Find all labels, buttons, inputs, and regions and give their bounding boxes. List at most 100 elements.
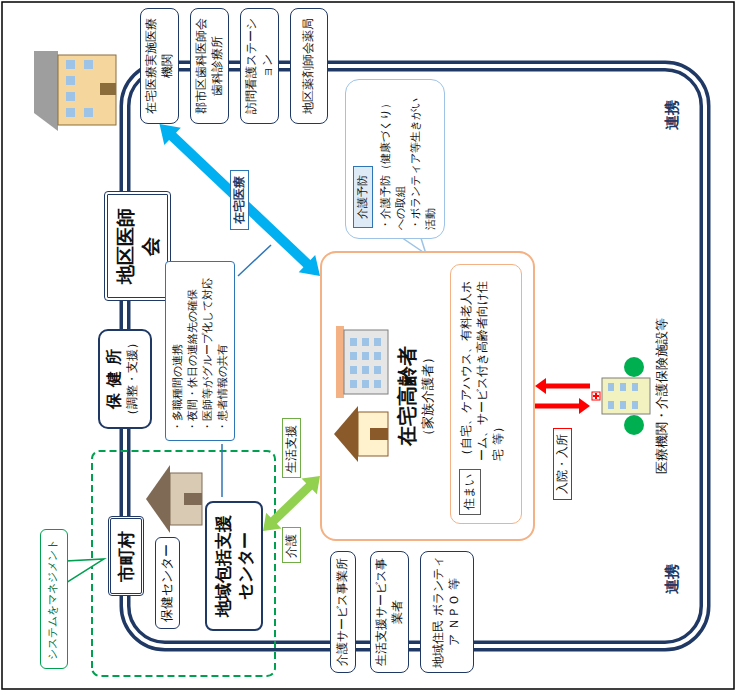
hospital-icon <box>590 356 652 436</box>
node-text: 地域住民 ボランティア ＮＰＯ 等 <box>431 556 462 668</box>
window <box>374 338 381 346</box>
clinic-building-icon <box>34 51 116 131</box>
callout-tail <box>66 559 104 583</box>
roof <box>34 51 58 131</box>
clinic-box: 地区薬剤師会薬局 <box>290 8 328 124</box>
window <box>632 401 638 409</box>
link-label: 連携 <box>662 95 684 135</box>
cooperation-track-inner <box>125 66 705 646</box>
node-text: 保健センター <box>159 541 176 625</box>
node-text: 郡市区歯科医師会歯科診療所 <box>194 14 225 118</box>
service-box: 生活支援サービス事業者 <box>370 551 409 673</box>
edge-label: 入院・入所 <box>553 428 573 500</box>
service-box: 介護サービス事業所 <box>330 551 356 673</box>
homes-icon <box>328 324 390 464</box>
door <box>100 83 116 95</box>
window <box>608 383 614 391</box>
window <box>362 352 369 360</box>
edge-label: 在宅医療 <box>230 170 250 230</box>
building <box>602 378 650 414</box>
arrow-shaft <box>273 485 311 521</box>
node-text: 訪問看護ステーション <box>244 14 275 118</box>
health-office-box: 保 健 所（調整・支援） <box>98 329 152 429</box>
callout-box: ・多職種間の連携・夜間・休日の連絡先の確保・医師等がグループ化して対応・患者情報… <box>165 261 235 441</box>
window <box>362 366 369 374</box>
node-text: ・夜間・休日の連絡先の確保 <box>185 270 200 432</box>
sign <box>592 392 600 400</box>
node-text: ・多職種間の連携 <box>170 270 185 432</box>
node-text: 医療機関・介護保険施設等 <box>654 306 671 486</box>
node-text: ・介護予防（健康づくり）への取組 <box>378 88 408 230</box>
arrow-shaft <box>545 384 590 389</box>
node-text: システムをマネジメント <box>46 534 60 664</box>
cross <box>595 393 597 399</box>
window <box>374 352 381 360</box>
node-text: ・医師等がグループ化して対応 <box>200 270 215 432</box>
housing-tag: 住まい <box>459 469 481 515</box>
medical-association-box: 地区医師会 <box>104 191 171 301</box>
node-text: 地区薬剤師会薬局 <box>301 18 317 114</box>
wall <box>358 412 388 456</box>
arrowhead <box>263 513 281 531</box>
node-text: 地域包括支援センター <box>212 509 256 623</box>
node-text: 市町村 <box>115 523 137 589</box>
node-text: 住まい <box>462 472 478 512</box>
elderly-box: 在宅高齢者（家族介護者） （自宅、ケアハウス、有料老人ホーム、サービス付き高齢者向… <box>320 251 535 541</box>
window <box>350 352 357 360</box>
node-text: 地区医師会 <box>113 199 162 293</box>
connector-arrow <box>535 398 590 414</box>
window <box>84 60 93 69</box>
clinic-box: 訪問看護ステーション <box>240 8 279 124</box>
housing-box: （自宅、ケアハウス、有料老人ホーム、サービス付き高齢者向け住宅 等） 住まい <box>450 264 522 524</box>
clinic-box: 在宅医療実施医療機関 <box>140 8 179 124</box>
clinic-box: 郡市区歯科医師会歯科診療所 <box>190 8 229 124</box>
health-center-box: 保健センター <box>155 537 180 629</box>
node-text: 在宅高齢者 <box>394 261 420 531</box>
tree <box>624 415 644 435</box>
window <box>66 92 75 101</box>
link-label: 連携 <box>662 559 684 599</box>
cooperation-track <box>125 66 705 646</box>
office-house-icon <box>146 465 202 533</box>
window <box>66 76 75 85</box>
window <box>608 401 614 409</box>
arrowhead <box>299 255 320 276</box>
node-text: 保 健 所 <box>104 335 125 423</box>
roof <box>146 465 170 533</box>
service-box: 地域住民 ボランティア ＮＰＯ 等 <box>420 551 474 673</box>
hospital-node: 医療機関・介護保険施設等 <box>590 306 682 486</box>
window <box>84 108 93 117</box>
tag-label: 生活支援 <box>282 419 302 479</box>
node-text: （自宅、ケアハウス、有料老人ホーム、サービス付き高齢者向け住宅 等） <box>458 273 506 461</box>
door <box>184 493 202 505</box>
arrowhead <box>160 124 181 145</box>
node-text: ・ボランティア等生きがい活動 <box>408 88 438 230</box>
arrow-shaft <box>171 135 308 265</box>
leader-line <box>221 444 223 497</box>
prevention-tag: 介護予防 <box>353 166 373 228</box>
connector-arrow <box>263 476 320 531</box>
municipality-box: 市町村 <box>108 516 144 596</box>
edge-label: 介護 <box>282 528 302 564</box>
node-text: （家族介護者） <box>420 261 437 531</box>
tree <box>624 357 644 377</box>
window <box>350 338 357 346</box>
node-text: 介護サービス事業所 <box>335 558 351 666</box>
arrowhead <box>302 476 320 494</box>
window <box>66 60 75 69</box>
callout-bubble: システムをマネジメント <box>40 529 68 669</box>
window <box>632 383 638 391</box>
connector-arrow <box>535 378 590 394</box>
municipal-group-outline <box>92 451 275 676</box>
apartment <box>344 330 388 394</box>
arrow-shaft <box>535 404 580 409</box>
arrowhead <box>535 378 546 394</box>
window <box>350 380 357 388</box>
leader-line <box>238 245 271 276</box>
window <box>374 366 381 374</box>
connector-arrow <box>160 124 321 276</box>
arrowhead <box>579 398 590 414</box>
node-text: （調整・支援） <box>125 335 141 423</box>
